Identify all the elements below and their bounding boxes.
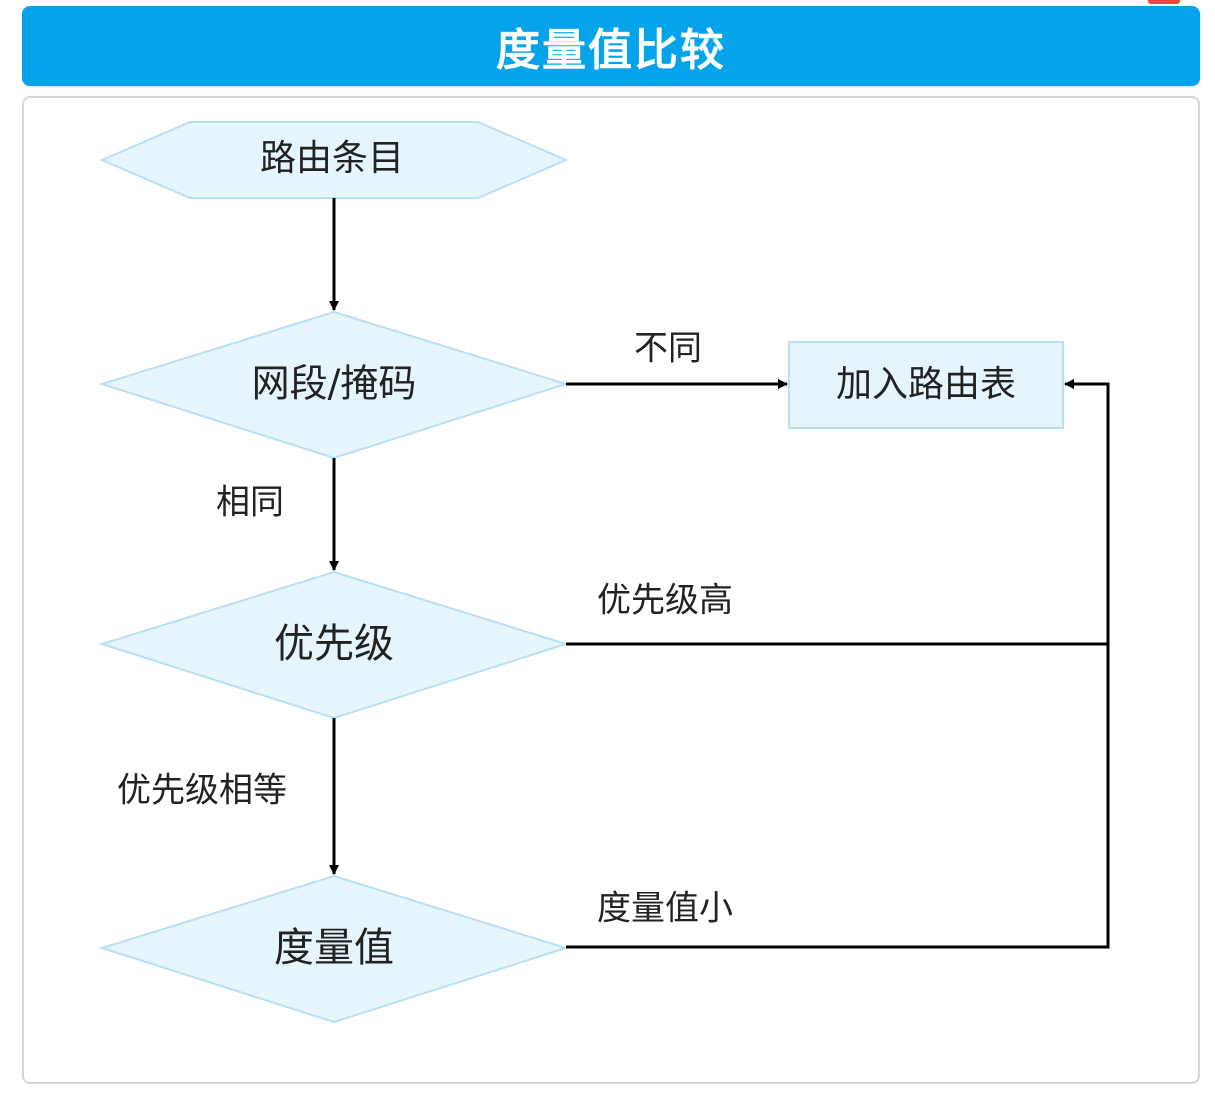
node-metric: 度量值 xyxy=(98,874,570,1024)
edge-label-different: 不同 xyxy=(634,329,702,369)
edge-metric-small-to-add xyxy=(566,379,1110,949)
edge-label-priority-equal: 优先级相等 xyxy=(117,771,287,811)
node-priority-label: 优先级 xyxy=(274,621,394,667)
node-route-entry-label: 路由条目 xyxy=(260,138,404,179)
node-add-route-table: 加入路由表 xyxy=(788,341,1064,429)
edge-label-same: 相同 xyxy=(216,483,284,523)
corner-mark xyxy=(1148,0,1180,4)
node-add-route-table-label: 加入路由表 xyxy=(836,364,1016,405)
hexagon-shape xyxy=(99,121,569,199)
diamond-shape xyxy=(98,874,570,1024)
node-subnet-mask-label: 网段/掩码 xyxy=(252,362,417,406)
rect-shape xyxy=(788,341,1064,429)
title-bar: 度量值比较 xyxy=(22,6,1200,86)
edge-label-priority-high: 优先级高 xyxy=(597,581,733,621)
page-title: 度量值比较 xyxy=(496,25,726,76)
node-metric-label: 度量值 xyxy=(274,925,394,971)
node-subnet-mask: 网段/掩码 xyxy=(98,310,570,460)
edge-label-metric-small: 度量值小 xyxy=(597,889,733,929)
node-route-entry: 路由条目 xyxy=(99,121,569,199)
node-priority: 优先级 xyxy=(98,570,570,720)
